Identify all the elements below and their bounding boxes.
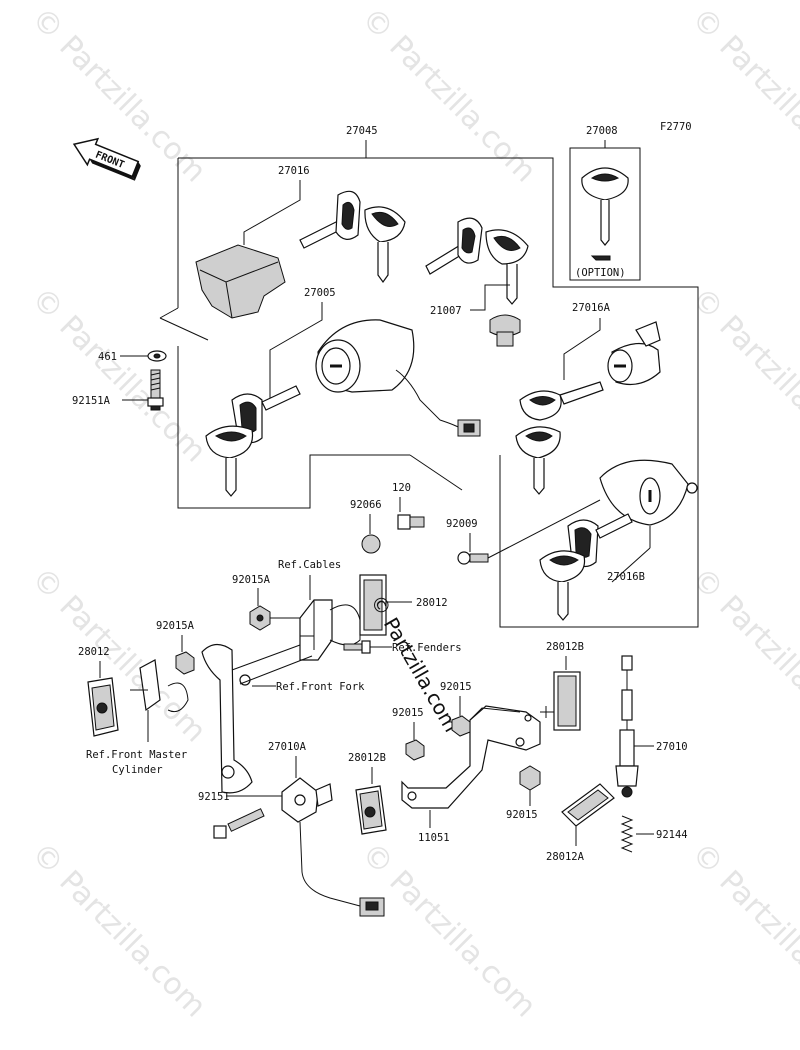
upper-bracket-part [299, 599, 361, 661]
part-92015-upper: 92015 [440, 681, 472, 693]
spring-part [620, 815, 634, 853]
watermark: © Partzilla.com [24, 281, 212, 469]
option-key-box: (OPTION) [569, 140, 641, 281]
part-28012-upper: 28012 [416, 597, 448, 609]
part-28012-left: 28012 [78, 646, 110, 658]
watermark: © Partzilla.com [684, 1, 800, 189]
key-pair-icon [515, 381, 604, 495]
nut-part [175, 651, 195, 675]
screw-part [457, 551, 489, 565]
rubber-pad-part [359, 574, 387, 636]
part-27010A: 27010A [268, 741, 307, 753]
front-arrow-icon: FRONT [72, 137, 141, 181]
mount-clip-part [130, 659, 189, 713]
option-key-icon [581, 167, 629, 261]
rubber-pad-part [87, 677, 119, 737]
part-92015-mid: 92015 [392, 707, 424, 719]
part-92151: 92151 [198, 791, 230, 803]
part-28012A: 28012A [546, 851, 585, 863]
rubber-pad-part [540, 671, 581, 731]
key-pair-icon [205, 385, 301, 497]
nut-part [451, 715, 471, 737]
option-label: (OPTION) [575, 267, 626, 279]
plug-cap-part [361, 534, 381, 554]
part-92151A: 92151A [72, 395, 111, 407]
rubber-pad-part [561, 783, 615, 827]
seat-lock-part [607, 321, 661, 385]
watermark: © Partzilla.com [354, 1, 542, 189]
bolt-part [147, 369, 164, 411]
ref-front-master-1: Ref.Front Master [86, 749, 187, 761]
part-28012B-mid: 28012B [348, 752, 386, 764]
bolt-part [213, 808, 265, 839]
nut-part [519, 765, 541, 791]
watermark: © Partzilla.com [684, 836, 800, 1024]
watermark: © Partzilla.com [684, 561, 800, 749]
part-27016A: 27016A [572, 302, 611, 314]
part-27016: 27016 [278, 165, 310, 177]
part-27045: 27045 [346, 125, 378, 137]
part-120: 120 [392, 482, 411, 494]
part-92066: 92066 [350, 499, 382, 511]
part-461: 461 [98, 351, 117, 363]
figure-code: F2770 [660, 121, 692, 133]
ref-front-master-2: Cylinder [112, 764, 163, 776]
part-92009: 92009 [446, 518, 478, 530]
stand-bracket-part [401, 705, 541, 809]
screw-part [397, 514, 425, 530]
part-92015A-upper: 92015A [232, 574, 271, 586]
ref-front-fork: Ref.Front Fork [276, 681, 365, 693]
stand-switch-part [615, 655, 639, 798]
bolt-part [343, 640, 371, 654]
nut-part [405, 739, 425, 761]
watermark: © Partzilla.com [354, 836, 542, 1024]
side-switch-part [281, 777, 385, 917]
part-27010: 27010 [656, 741, 688, 753]
key-pair-icon [425, 217, 529, 305]
watermark: © Partzilla.com [684, 281, 800, 469]
part-11051: 11051 [418, 832, 450, 844]
lock-cap-part [489, 314, 521, 347]
part-28012B-right: 28012B [546, 641, 584, 653]
helmet-lock-part [599, 459, 698, 526]
switch-cover-part [195, 244, 286, 319]
ignition-switch-part [315, 319, 481, 437]
part-92015-lower: 92015 [506, 809, 538, 821]
ref-cables: Ref.Cables [278, 559, 341, 571]
rubber-pad-part [355, 785, 387, 835]
part-21007: 21007 [430, 305, 462, 317]
washer-part [147, 350, 167, 362]
watermark: © Partzilla.com [24, 836, 212, 1024]
part-92015A-left: 92015A [156, 620, 195, 632]
nut-part [249, 605, 271, 631]
key-set-outline [159, 140, 699, 628]
key-pair-icon [299, 190, 406, 284]
ref-fenders: Ref.Fenders [392, 642, 462, 654]
fork-bracket-part [201, 643, 313, 794]
watermark-layer: © Partzilla.com © Partzilla.com © Partzi… [24, 1, 800, 1024]
part-92144: 92144 [656, 829, 688, 841]
key-pair-icon [539, 513, 633, 621]
part-27008: 27008 [586, 125, 618, 137]
part-27005: 27005 [304, 287, 336, 299]
part-27016B: 27016B [607, 571, 645, 583]
